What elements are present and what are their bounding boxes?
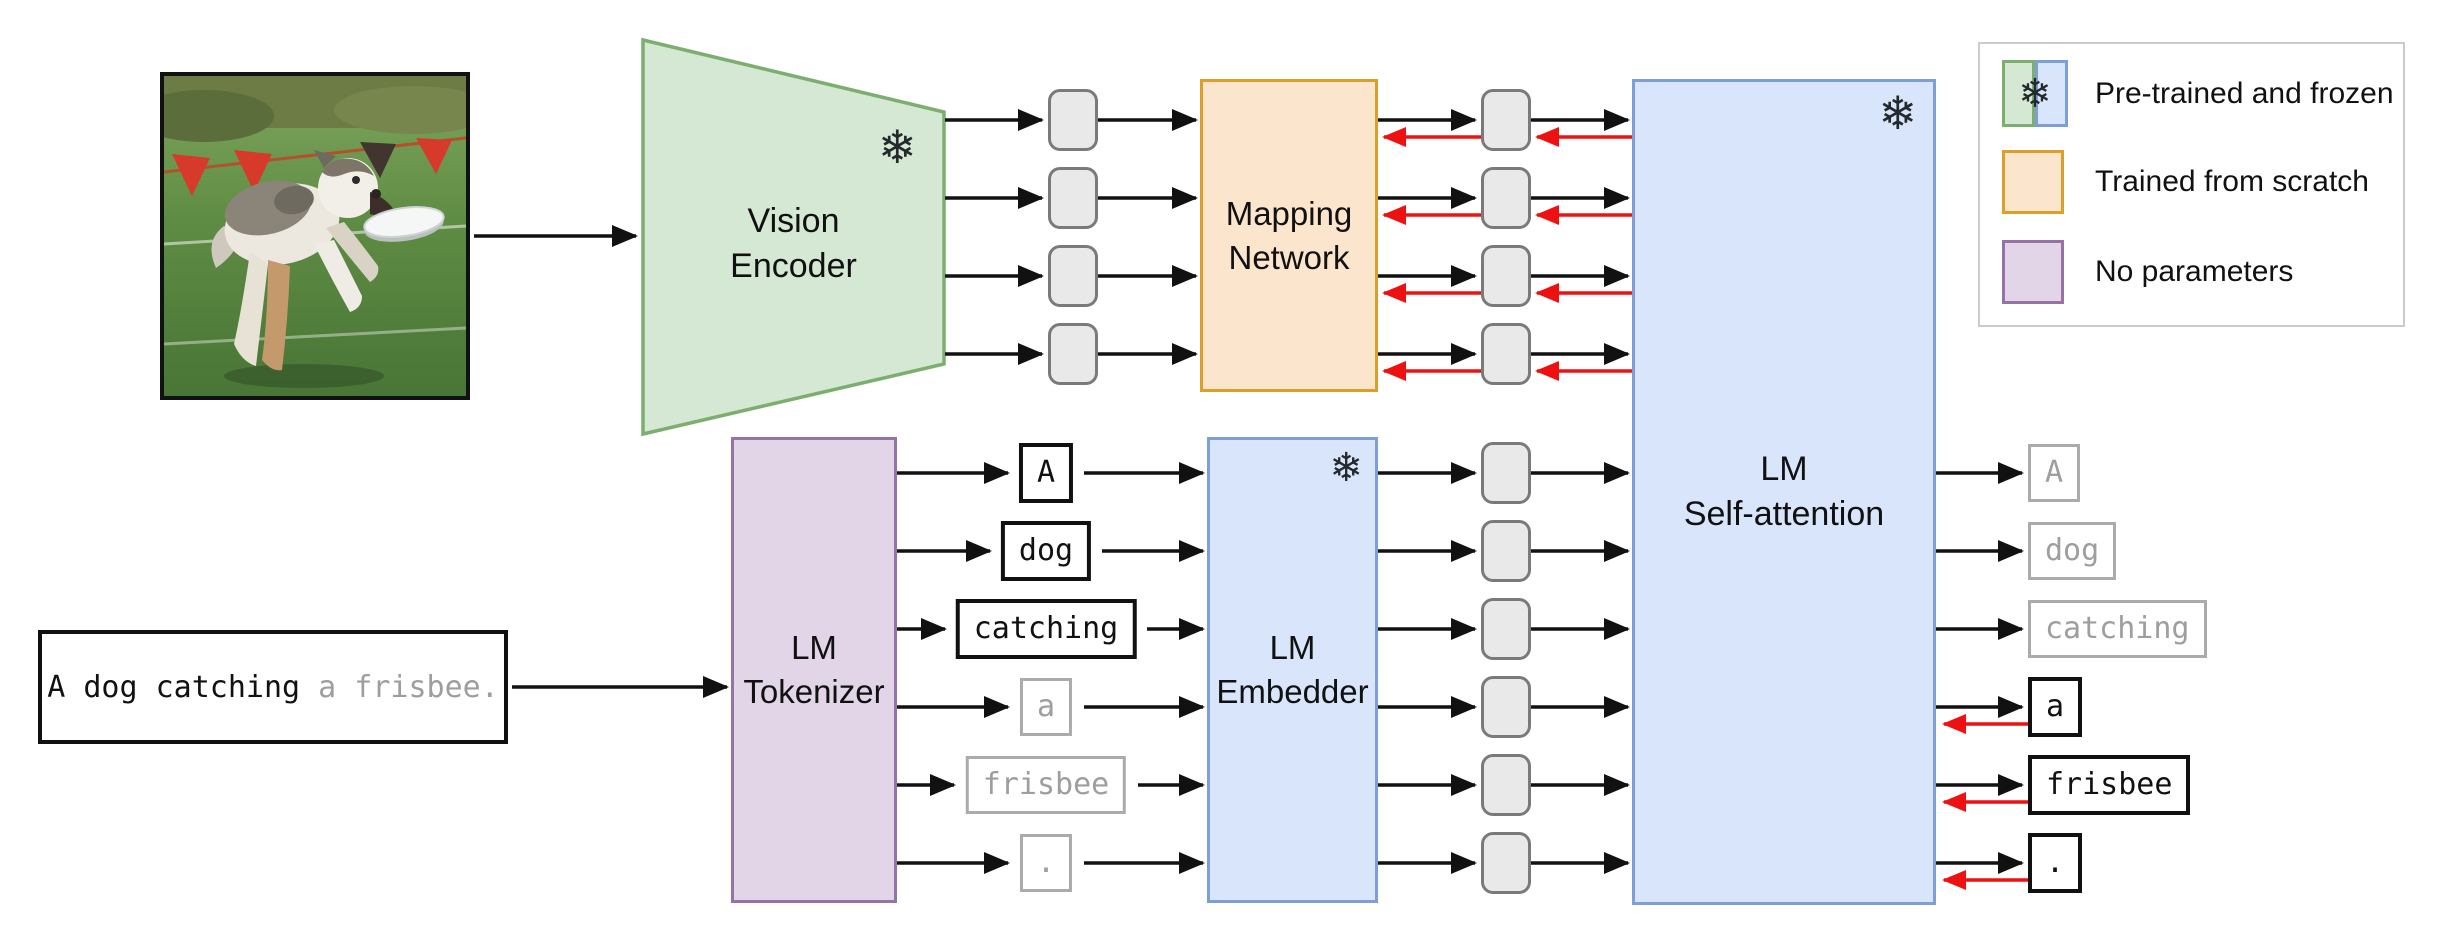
input-token-box: frisbee <box>965 756 1127 814</box>
legend-item-frozen: ❄ Pre-trained and frozen <box>1980 44 2403 139</box>
frozen-swatch-green-half <box>2002 60 2035 127</box>
feature-vector-chip <box>1481 245 1531 307</box>
feature-vector-chip <box>1048 167 1098 229</box>
lm-embedder-label-line2: Embedder <box>1216 673 1369 710</box>
output-token-box: . <box>2028 833 2083 893</box>
vision-encoder-label-line2: Encoder <box>730 246 857 285</box>
input-token-box: A <box>1018 443 1074 503</box>
dog-photo-illustration <box>164 76 466 396</box>
lm-embedder-block: ❄ LM Embedder <box>1207 437 1378 903</box>
trained-from-scratch-swatch <box>2002 150 2064 214</box>
feature-vector-chip <box>1481 832 1531 894</box>
pennant-flag <box>234 150 272 192</box>
lm-self-attention-label-line2: Self-attention <box>1683 495 1885 533</box>
feature-vector-chip <box>1481 676 1531 738</box>
lm-self-attention-label-line1: LM <box>1760 450 1808 489</box>
pennant-flag <box>416 138 452 174</box>
feature-vector-chip <box>1481 754 1531 816</box>
input-token-box: dog <box>1000 521 1092 581</box>
lm-embedder-label-line1: LM <box>1269 629 1316 667</box>
legend: ❄ Pre-trained and frozen Trained from sc… <box>1978 42 2405 327</box>
no-parameters-swatch <box>2002 240 2064 304</box>
frozen-snowflake-icon: ❄ <box>1878 86 1917 140</box>
feature-vector-chip <box>1481 89 1531 151</box>
feature-vector-chip <box>1481 442 1531 504</box>
mapping-network-block: Mapping Network <box>1200 79 1378 392</box>
legend-item-scratch: Trained from scratch <box>1980 134 2403 229</box>
mapping-network-label-line2: Network <box>1228 238 1350 276</box>
feature-vector-chip <box>1481 167 1531 229</box>
input-sentence-box: A dog catching a frisbee. <box>38 630 508 744</box>
output-token-box: catching <box>2028 600 2207 658</box>
dog-photo <box>160 72 470 400</box>
lm-tokenizer-block: LM Tokenizer <box>731 437 897 903</box>
vision-encoder-label: Vision Encoder <box>643 199 944 289</box>
pennant-flag <box>172 154 210 196</box>
output-token-box: a <box>2028 677 2083 737</box>
input-sentence-prompt: A dog catching <box>47 669 301 705</box>
input-token-box: catching <box>955 599 1137 659</box>
input-sentence-generated: a frisbee. <box>300 669 499 705</box>
input-token-box: a <box>1019 678 1073 736</box>
dog-shape <box>211 150 394 371</box>
vision-encoder-label-line1: Vision <box>747 202 840 240</box>
legend-label: No parameters <box>2095 255 2294 288</box>
output-token-box: A <box>2028 444 2081 502</box>
feature-vector-chip <box>1481 520 1531 582</box>
feature-vector-chip <box>1048 89 1098 151</box>
input-token-box: . <box>1019 834 1073 892</box>
mapping-network-label-line1: Mapping <box>1225 194 1353 232</box>
frozen-snowflake-icon: ❄ <box>878 120 917 174</box>
legend-label: Pre-trained and frozen <box>2095 77 2394 110</box>
frozen-snowflake-icon: ❄ <box>1329 445 1363 491</box>
frisbee-shape <box>363 206 445 242</box>
feature-vector-chip <box>1481 598 1531 660</box>
feature-vector-chip <box>1481 323 1531 385</box>
output-token-box: frisbee <box>2028 755 2191 815</box>
legend-label: Trained from scratch <box>2095 165 2369 198</box>
feature-vector-chip <box>1048 245 1098 307</box>
lm-tokenizer-label-line1: LM <box>791 629 837 667</box>
output-token-box: dog <box>2028 522 2117 580</box>
frozen-swatch: ❄ <box>2002 60 2068 127</box>
frozen-swatch-blue-half <box>2035 60 2068 127</box>
lm-self-attention-block: ❄ LM Self-attention <box>1632 79 1936 905</box>
legend-item-noparams: No parameters <box>1980 224 2403 319</box>
frozen-snowflake-icon: ❄ <box>2018 70 2052 117</box>
feature-vector-chip <box>1048 323 1098 385</box>
lm-tokenizer-label-line2: Tokenizer <box>743 673 885 710</box>
pennant-flag <box>360 142 396 178</box>
